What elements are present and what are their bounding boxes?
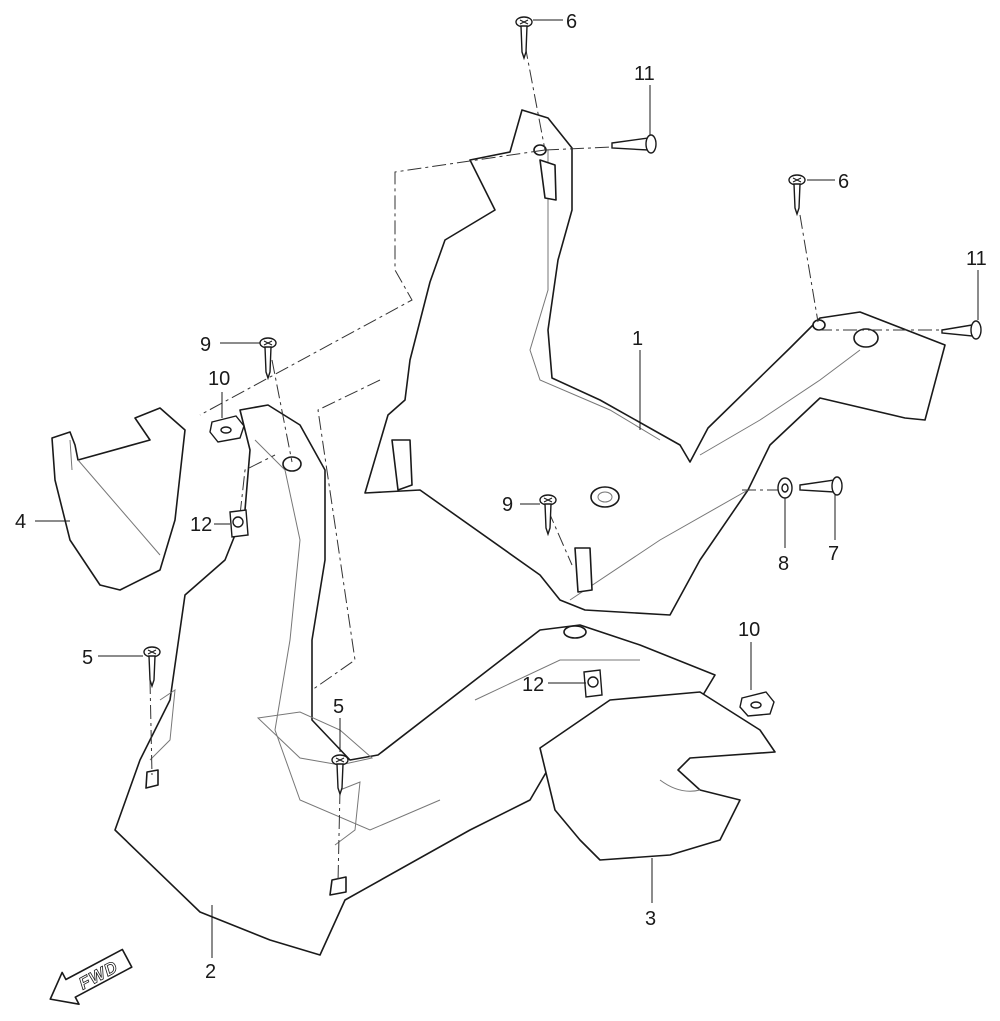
clip-10-left xyxy=(209,415,245,443)
bolt-11-right xyxy=(941,320,982,340)
leader-lines xyxy=(35,19,979,958)
label-6-right: 6 xyxy=(838,171,849,193)
label-5-middle: 5 xyxy=(333,696,344,718)
screw-6-right xyxy=(788,174,806,217)
clip-12-left xyxy=(229,509,249,538)
label-11-top: 11 xyxy=(634,63,655,85)
alignment-lines xyxy=(149,44,950,883)
label-4: 4 xyxy=(15,511,26,533)
screw-5-middle xyxy=(331,754,349,797)
label-1: 1 xyxy=(632,328,643,350)
label-11-right: 11 xyxy=(966,248,987,270)
label-9-left: 9 xyxy=(200,334,211,356)
label-12-right: 12 xyxy=(522,674,544,696)
screw-5-left xyxy=(143,646,161,689)
label-10-left: 10 xyxy=(208,368,230,390)
label-7: 7 xyxy=(828,543,839,565)
screw-9-middle xyxy=(539,494,557,537)
callout-labels: 6 11 6 11 1 9 10 9 4 12 8 7 10 5 12 5 3 … xyxy=(15,11,987,983)
label-9-middle: 9 xyxy=(502,494,513,516)
label-3: 3 xyxy=(645,908,656,930)
screw-9-left xyxy=(259,337,277,381)
clip-12-right xyxy=(583,669,603,698)
screw-6-top xyxy=(515,16,533,61)
label-2: 2 xyxy=(205,961,216,983)
label-8: 8 xyxy=(778,553,789,575)
bolt-7 xyxy=(799,476,843,496)
part-1-rear-handle-cover xyxy=(364,109,946,616)
label-5-left: 5 xyxy=(82,647,93,669)
bolt-11-top xyxy=(611,134,657,154)
label-6-top: 6 xyxy=(566,11,577,33)
clip-10-right xyxy=(739,691,775,717)
label-12-left: 12 xyxy=(190,514,212,536)
part-4-left-cover xyxy=(51,407,186,591)
label-10-right: 10 xyxy=(738,619,760,641)
forward-direction-arrow: FWD xyxy=(49,948,133,1006)
part-3-right-cover xyxy=(539,691,776,861)
washer-8 xyxy=(777,477,793,499)
